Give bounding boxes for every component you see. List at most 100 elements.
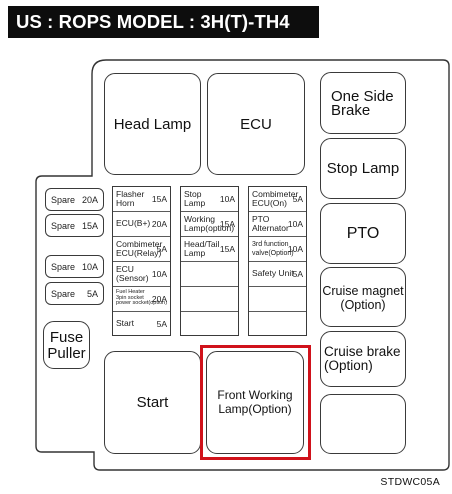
- fuse-name: 3rd function: [252, 240, 289, 248]
- spare-fuse-amp: 15A: [81, 221, 98, 231]
- fuse-name: ECU(B+): [116, 218, 151, 228]
- fuse-name: Stop: [184, 188, 202, 199]
- fuse-amp: 5A: [156, 243, 167, 254]
- cruise-brake-label-1: Cruise brake: [324, 344, 401, 359]
- fuse-name: Alternator: [252, 222, 289, 233]
- cruise-brake-label-2: (Option): [324, 358, 373, 373]
- fuse-name: Combimeter: [116, 238, 163, 249]
- spare-fuse-amp: 20A: [81, 195, 98, 205]
- spare-fuse-name: Spare: [51, 262, 76, 272]
- fuse-name: valve(Option): [252, 249, 294, 257]
- fuse-name: PTO: [252, 213, 270, 224]
- fuse-name: Flasher: [116, 188, 145, 199]
- start-label: Start: [136, 394, 169, 411]
- fuse-amp: 15A: [151, 193, 167, 204]
- fuse-puller-label-2: Puller: [47, 345, 86, 362]
- fuse-amp: 5A: [292, 268, 303, 279]
- start-relay: Start: [104, 351, 201, 454]
- fuse-name: ECU(Relay): [116, 247, 162, 258]
- fuse-amp: 20A: [151, 293, 167, 304]
- spare-fuse-amp: 10A: [81, 262, 98, 272]
- title-bar: US : ROPS MODEL : 3H(T)-TH4: [8, 6, 319, 38]
- front-working-lamp-label-1: Front Working: [217, 388, 293, 402]
- ecu-label: ECU: [240, 116, 272, 133]
- spare-fuse-20a: Spare 20A: [45, 188, 104, 211]
- spare-fuse-amp: 5A: [86, 289, 98, 299]
- one-side-brake-label-2: Brake: [331, 102, 371, 119]
- fuse-cell: [181, 262, 238, 287]
- fuse-cell: Start 5A: [113, 312, 170, 337]
- fuse-cell: [181, 287, 238, 312]
- fuse-amp: 10A: [287, 218, 303, 229]
- spare-fuse-5a: Spare 5A: [45, 282, 104, 305]
- fuse-name: Start: [116, 318, 134, 328]
- fuse-cell: [181, 312, 238, 337]
- fuse-name: ECU(On): [252, 197, 287, 208]
- fuse-puller: Fuse Puller: [43, 321, 90, 369]
- fuse-name: Lamp: [184, 247, 206, 258]
- ecu-relay: ECU: [207, 73, 305, 175]
- fuse-amp: 15A: [219, 243, 235, 254]
- fuse-name: Lamp: [184, 197, 206, 208]
- front-working-lamp-relay: Front Working Lamp(Option): [206, 351, 304, 454]
- fuse-name: 3pin socket: [116, 294, 144, 301]
- spare-fuse-name: Spare: [51, 289, 76, 299]
- fuse-cell: ECU(B+)20A: [113, 212, 170, 237]
- fuse-cell: ECU(Sensor)10A: [113, 262, 170, 287]
- diagram-code: STDWC05A: [380, 476, 440, 488]
- fuse-amp: 15A: [219, 218, 235, 229]
- cruise-brake-relay: Cruise brake (Option): [320, 331, 406, 387]
- empty-relay-slot: [320, 394, 406, 454]
- stop-lamp-relay: Stop Lamp: [320, 138, 406, 199]
- fuse-name: Working: [184, 213, 216, 224]
- fuse-amp: 10A: [219, 193, 235, 204]
- spare-fuse-name: Spare: [51, 195, 76, 205]
- fuse-amp: 10A: [287, 243, 303, 254]
- fuse-name: Lamp(option): [184, 222, 235, 233]
- spare-fuse-10a: Spare 10A: [45, 255, 104, 278]
- cruise-magnet-label-1: Cruise magnet: [322, 284, 404, 298]
- fuse-amp: 5A: [156, 318, 167, 329]
- stop-lamp-label: Stop Lamp: [326, 160, 400, 177]
- fuse-name: Head/Tail: [184, 238, 220, 249]
- cruise-magnet-label-2: (Option): [340, 298, 386, 312]
- fuse-name: power socket(option): [116, 300, 168, 307]
- fuse-amp: 20A: [151, 218, 167, 229]
- fuse-amp: 5A: [292, 193, 303, 204]
- fuse-cell: [249, 312, 306, 337]
- one-side-brake-relay: One Side Brake: [320, 72, 406, 134]
- fuse-puller-label-1: Fuse: [49, 329, 84, 346]
- head-lamp-label: Head Lamp: [113, 116, 192, 133]
- spare-fuse-15a: Spare 15A: [45, 214, 104, 237]
- spare-fuse-name: Spare: [51, 221, 76, 231]
- pto-label: PTO: [346, 225, 380, 242]
- fuse-name: (Sensor): [116, 272, 149, 283]
- one-side-brake-label-1: One Side: [331, 88, 394, 105]
- fuse-cell: [249, 287, 306, 312]
- cruise-magnet-relay: Cruise magnet (Option): [320, 267, 406, 327]
- fuse-name: Fuel Heater: [116, 289, 145, 296]
- fuse-name: Safety Unit: [252, 268, 294, 278]
- diagram-title: US : ROPS MODEL : 3H(T)-TH4: [16, 11, 290, 32]
- fuse-name: Horn: [116, 197, 135, 208]
- fuse-name: ECU: [116, 263, 134, 274]
- highlight-frame: [200, 345, 311, 460]
- fuse-amp: 10A: [151, 268, 167, 279]
- fuse-name: Combimeter: [252, 188, 299, 199]
- front-working-lamp-label-2: Lamp(Option): [218, 402, 292, 416]
- pto-relay: PTO: [320, 203, 406, 264]
